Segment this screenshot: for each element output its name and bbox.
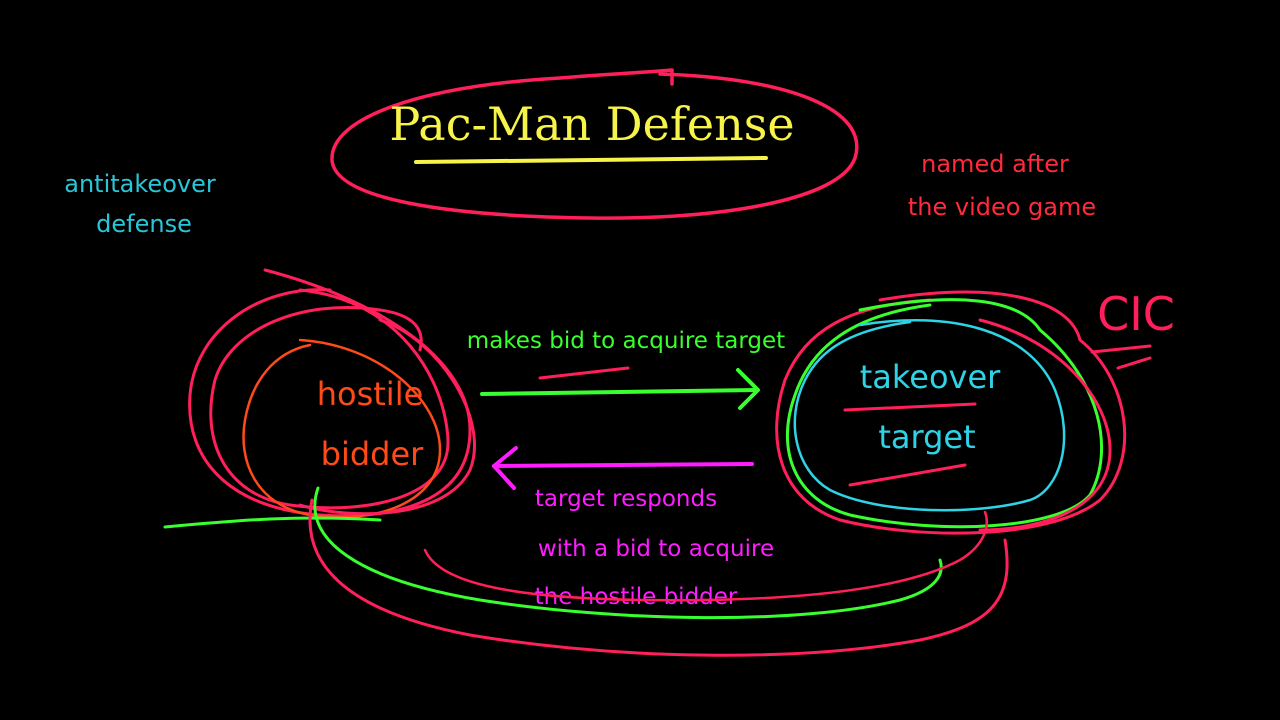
target-divider xyxy=(843,402,977,412)
target-label-target: target xyxy=(878,418,975,456)
target-circle-3 xyxy=(793,319,1066,512)
forward-arrow-head xyxy=(736,368,760,410)
target-label-takeover: takeover xyxy=(860,358,1001,396)
back-arrow-label-1: target responds xyxy=(535,486,717,512)
target-circle-4 xyxy=(978,318,1112,532)
corner-underline-2 xyxy=(1116,356,1152,370)
red-inner-loop xyxy=(423,510,988,602)
forward-arrow-label: makes bid to acquire target xyxy=(467,328,785,354)
title-oval xyxy=(330,68,859,220)
note-defense: defense xyxy=(96,210,192,238)
target-node: takeover target xyxy=(775,290,1127,535)
forward-label-underline xyxy=(538,366,630,380)
note-antitakeover: antitakeover xyxy=(64,170,216,198)
corner-note: CIC xyxy=(1090,287,1175,370)
bidder-circle-2 xyxy=(209,288,450,510)
bidder-circle-4 xyxy=(298,318,476,516)
forward-arrow-shaft xyxy=(480,388,758,396)
note-named-after: named after xyxy=(921,150,1069,178)
back-arrow-shaft xyxy=(492,462,754,468)
target-underline xyxy=(848,463,967,487)
green-bottom-loop xyxy=(163,486,943,620)
target-circle-2 xyxy=(786,298,1103,529)
bottom-loops xyxy=(163,486,1009,657)
bidder-label-bidder: bidder xyxy=(321,435,425,473)
title-group: Pac-Man Defense xyxy=(330,68,859,220)
forward-arrow: makes bid to acquire target xyxy=(467,328,785,410)
back-arrow: target responds with a bid to acquire th… xyxy=(492,446,774,610)
title-text: Pac-Man Defense xyxy=(389,97,794,151)
corner-underline-1 xyxy=(1090,344,1152,354)
title-underline xyxy=(414,156,768,164)
corner-cic: CIC xyxy=(1097,287,1175,341)
right-note: named after the video game xyxy=(908,150,1096,221)
bidder-label-hostile: hostile xyxy=(317,375,424,413)
target-circle-1 xyxy=(775,290,1127,535)
left-note: antitakeover defense xyxy=(64,170,216,238)
bidder-node: hostile bidder xyxy=(188,268,476,519)
note-video-game: the video game xyxy=(908,193,1096,221)
back-arrow-head xyxy=(492,446,518,490)
red-bottom-loop xyxy=(308,498,1009,657)
back-arrow-label-2: with a bid to acquire xyxy=(538,536,774,562)
